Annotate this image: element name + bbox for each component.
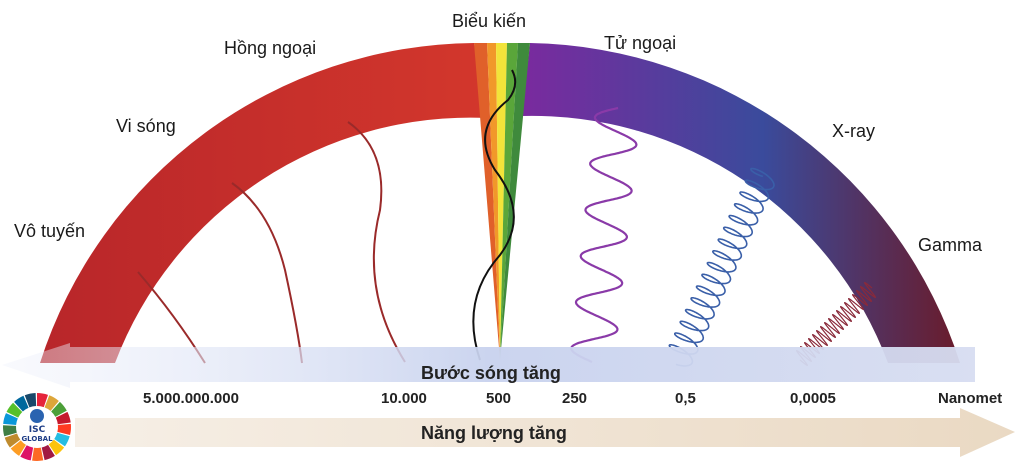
red-band	[40, 43, 487, 363]
isc-global-logo: ISC GLOBAL	[3, 393, 71, 461]
logo-ring-segment	[20, 445, 34, 461]
visible-spectrum-wedge	[474, 43, 530, 360]
logo-ring-segment	[48, 439, 65, 456]
wavelength-arrow	[2, 343, 975, 388]
svg-text:ISC: ISC	[29, 425, 46, 435]
logo-ring-segment	[3, 425, 17, 437]
energy-arrow	[75, 408, 1015, 457]
scale-value: 5.000.000.000	[143, 390, 239, 407]
label-ultraviolet: Tử ngoại	[604, 33, 677, 53]
infrared-wave-curve	[347, 121, 406, 363]
logo-ring-segment	[44, 395, 59, 411]
scale-value: 0,5	[675, 390, 696, 407]
wavelength-arrow-label: Bước sóng tăng	[421, 363, 561, 383]
logo-ring-segment	[55, 411, 71, 425]
ultraviolet-wave-curve	[570, 106, 638, 364]
xray-wave-curve	[668, 167, 775, 367]
logo-ring-segment	[4, 433, 21, 448]
scale-value: 250	[562, 390, 588, 407]
scale-value: 0,0005	[790, 390, 836, 407]
uv-xray-gamma-band	[522, 43, 960, 363]
microwave-wave-curve	[231, 182, 303, 364]
label-microwave: Vi sóng	[116, 116, 176, 136]
label-radio: Vô tuyến	[14, 221, 86, 241]
logo-ring-segment	[41, 444, 55, 461]
scale-value: 500	[486, 390, 512, 407]
logo-ring-segment	[54, 432, 70, 447]
logo-ring-segment	[24, 393, 37, 408]
visible-wave-curve	[472, 69, 517, 361]
energy-arrow-label: Năng lượng tăng	[421, 423, 567, 443]
logo-ring-segment	[37, 393, 48, 408]
label-gamma: Gamma	[918, 235, 983, 255]
scale-unit: Nanomet	[938, 390, 1003, 407]
logo-ring-segment	[6, 402, 23, 418]
logo-ring-segment	[57, 423, 71, 435]
logo-ring-segment	[14, 395, 29, 412]
svg-text:GLOBAL: GLOBAL	[21, 435, 53, 443]
scale-value: 10.000	[381, 390, 427, 407]
logo-ring-segment	[32, 447, 44, 461]
logo-ring-segment	[51, 401, 67, 417]
label-xray: X-ray	[832, 121, 876, 141]
label-visible: Biểu kiến	[452, 11, 527, 31]
logo-ring-segment	[3, 413, 18, 426]
logo-ring-segment	[10, 440, 26, 456]
label-infrared: Hồng ngoại	[224, 38, 317, 58]
